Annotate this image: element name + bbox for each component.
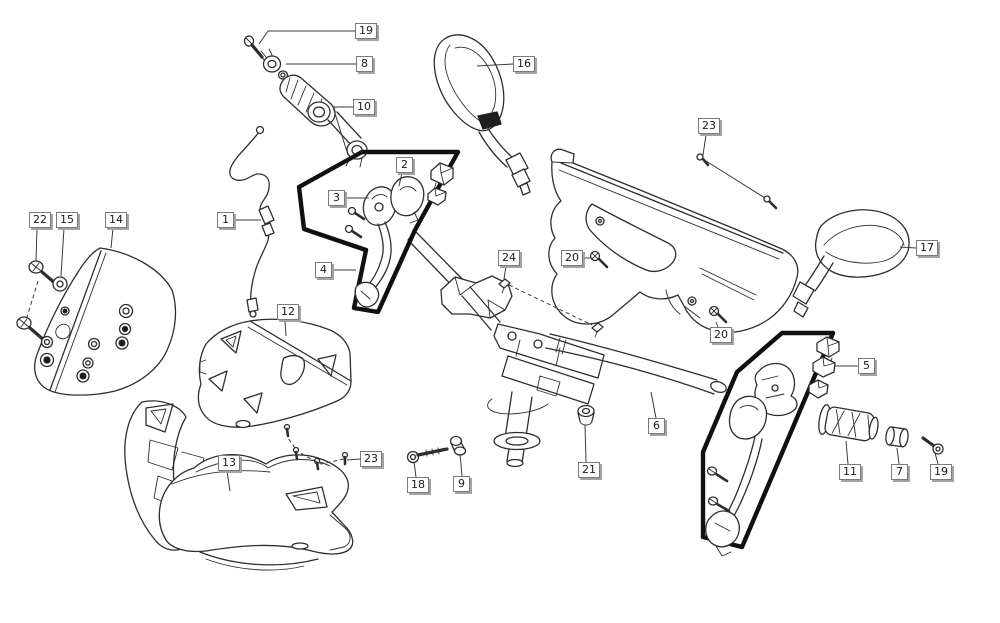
throttle-cable: [229, 125, 275, 318]
rear-view-mirror-right: [792, 209, 910, 318]
screws-23-top: [696, 153, 778, 210]
lever-bracket: [344, 162, 454, 239]
callout-18[interactable]: 18: [407, 477, 429, 493]
callout-6[interactable]: 6: [648, 418, 665, 434]
leader-line-23-top: [705, 160, 766, 199]
callout-7[interactable]: 7: [891, 464, 908, 480]
hex-bolt-18: [406, 447, 449, 464]
callout-19-top[interactable]: 19: [355, 23, 377, 39]
screw-19-top: [243, 35, 265, 61]
callout-19-bottom[interactable]: 19: [930, 464, 952, 480]
screws-23-bottom: [283, 423, 349, 471]
brake-lever: [354, 186, 397, 308]
leader-line-17: [899, 246, 917, 249]
leader-line-dashed-23-bottom: [287, 437, 296, 449]
leader-line-16: [476, 63, 514, 67]
callout-20-right[interactable]: 20: [710, 327, 732, 343]
callout-14[interactable]: 14: [105, 212, 127, 228]
callout-17[interactable]: 17: [916, 240, 938, 256]
washer: [52, 276, 68, 292]
leader-line-10: [332, 106, 353, 156]
callout-8[interactable]: 8: [356, 56, 373, 72]
nut-21: [577, 404, 595, 426]
callout-23-top[interactable]: 23: [698, 118, 720, 134]
handlebar-lower-cover: [124, 400, 354, 571]
leader-line-11: [845, 440, 849, 465]
throttle-bushing: [260, 48, 289, 80]
throttle-grip-assembly: [279, 74, 368, 168]
leader-line-9: [459, 453, 463, 477]
callout-24[interactable]: 24: [498, 250, 520, 266]
leader-line-dashed-24: [508, 284, 593, 326]
rear-handlebar-cover: [548, 148, 799, 334]
callout-23-bottom[interactable]: 23: [360, 451, 382, 467]
leader-line-2: [398, 172, 403, 187]
callout-11[interactable]: 11: [839, 464, 861, 480]
clips-24: [498, 278, 604, 338]
handlebar: [407, 230, 727, 468]
callout-3[interactable]: 3: [328, 190, 345, 206]
leader-line-22: [35, 227, 38, 262]
handlebar-front-cover: [197, 318, 352, 429]
instrument-panel-shield: [34, 247, 177, 396]
callout-13[interactable]: 13: [218, 455, 240, 471]
screw-20-left: [589, 250, 609, 269]
callout-21[interactable]: 21: [578, 462, 600, 478]
callout-4[interactable]: 4: [315, 262, 332, 278]
callout-15[interactable]: 15: [56, 212, 78, 228]
leader-line-19-bottom: [934, 452, 939, 465]
leader-line-23-bottom: [346, 458, 361, 461]
left-hand-grip: [818, 404, 879, 442]
callout-12[interactable]: 12: [277, 304, 299, 320]
leader-line-12: [284, 319, 287, 337]
rear-view-mirror-left: [433, 34, 531, 196]
leader-line-15: [60, 227, 65, 277]
callout-5[interactable]: 5: [858, 358, 875, 374]
switch-assembly-parts: [705, 336, 840, 557]
callout-1[interactable]: 1: [217, 212, 234, 228]
screw-20-right: [708, 305, 728, 324]
screw-19-bottom: [921, 436, 944, 455]
leader-line-13: [226, 470, 231, 492]
leader-line-7: [896, 447, 900, 465]
leader-line-6: [650, 391, 657, 419]
switch-group-outline: [700, 330, 836, 550]
leader-line-20-right: [715, 321, 719, 328]
callout-10[interactable]: 10: [353, 99, 375, 115]
leader-line-14: [110, 227, 114, 249]
callout-20-left[interactable]: 20: [561, 250, 583, 266]
callout-22[interactable]: 22: [29, 212, 51, 228]
callout-16[interactable]: 16: [513, 56, 535, 72]
leader-line-23-top: [702, 134, 707, 156]
leader-line-dashed-22: [26, 280, 39, 318]
leader-line-24: [503, 265, 507, 280]
leader-line-21: [584, 424, 587, 463]
callout-9[interactable]: 9: [453, 476, 470, 492]
leader-line-dashed-23-bottom: [299, 452, 345, 465]
leader-line-19-top: [258, 30, 355, 45]
callout-2[interactable]: 2: [396, 157, 413, 173]
spacer-bushing-9: [449, 435, 467, 456]
grip-end-bushing: [885, 426, 909, 448]
leader-line-18: [413, 461, 417, 478]
